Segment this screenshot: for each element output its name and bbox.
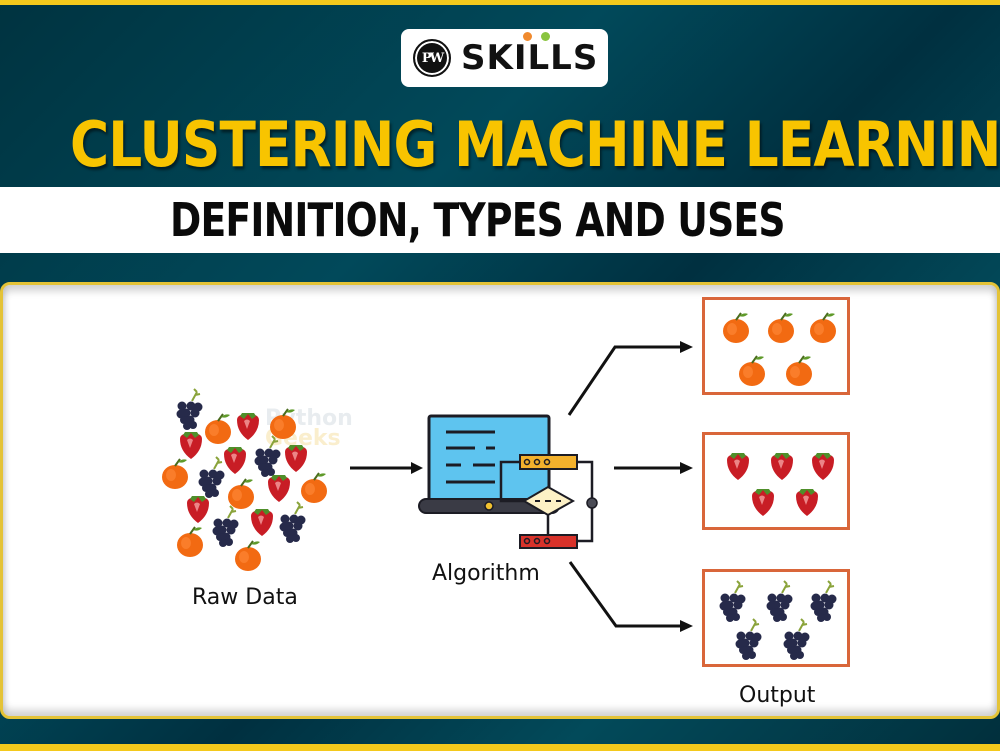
logo-dot-green — [541, 32, 550, 41]
strawberry-icon — [727, 453, 834, 516]
pw-logo-mark: PW — [413, 39, 451, 77]
clustering-diagram: Python Geeks Python Geeks — [0, 282, 1000, 719]
output-cluster-strawberries — [702, 432, 850, 530]
page-subtitle: DEFINITION, TYPES AND USES — [170, 193, 786, 247]
top-accent-strip — [0, 0, 1000, 5]
logo-text: SKILLS — [461, 32, 598, 78]
logo-dot-orange — [523, 32, 532, 41]
output-cluster-grapes — [702, 569, 850, 667]
mixed-fruit-pile-icon — [161, 341, 693, 632]
pw-skills-logo: PW SKILLS — [401, 29, 608, 87]
page-title: CLUSTERING MACHINE LEARNING — [70, 108, 1000, 181]
subtitle-band — [0, 187, 1000, 253]
bottom-accent-strip — [0, 744, 1000, 751]
algorithm-label: Algorithm — [432, 561, 540, 586]
raw-data-label: Raw Data — [192, 585, 298, 610]
output-label: Output — [739, 683, 816, 708]
laptop-flowchart-icon — [418, 414, 598, 549]
output-cluster-oranges — [702, 297, 850, 395]
grapes-icon — [718, 580, 838, 661]
orange-icon — [722, 312, 837, 387]
